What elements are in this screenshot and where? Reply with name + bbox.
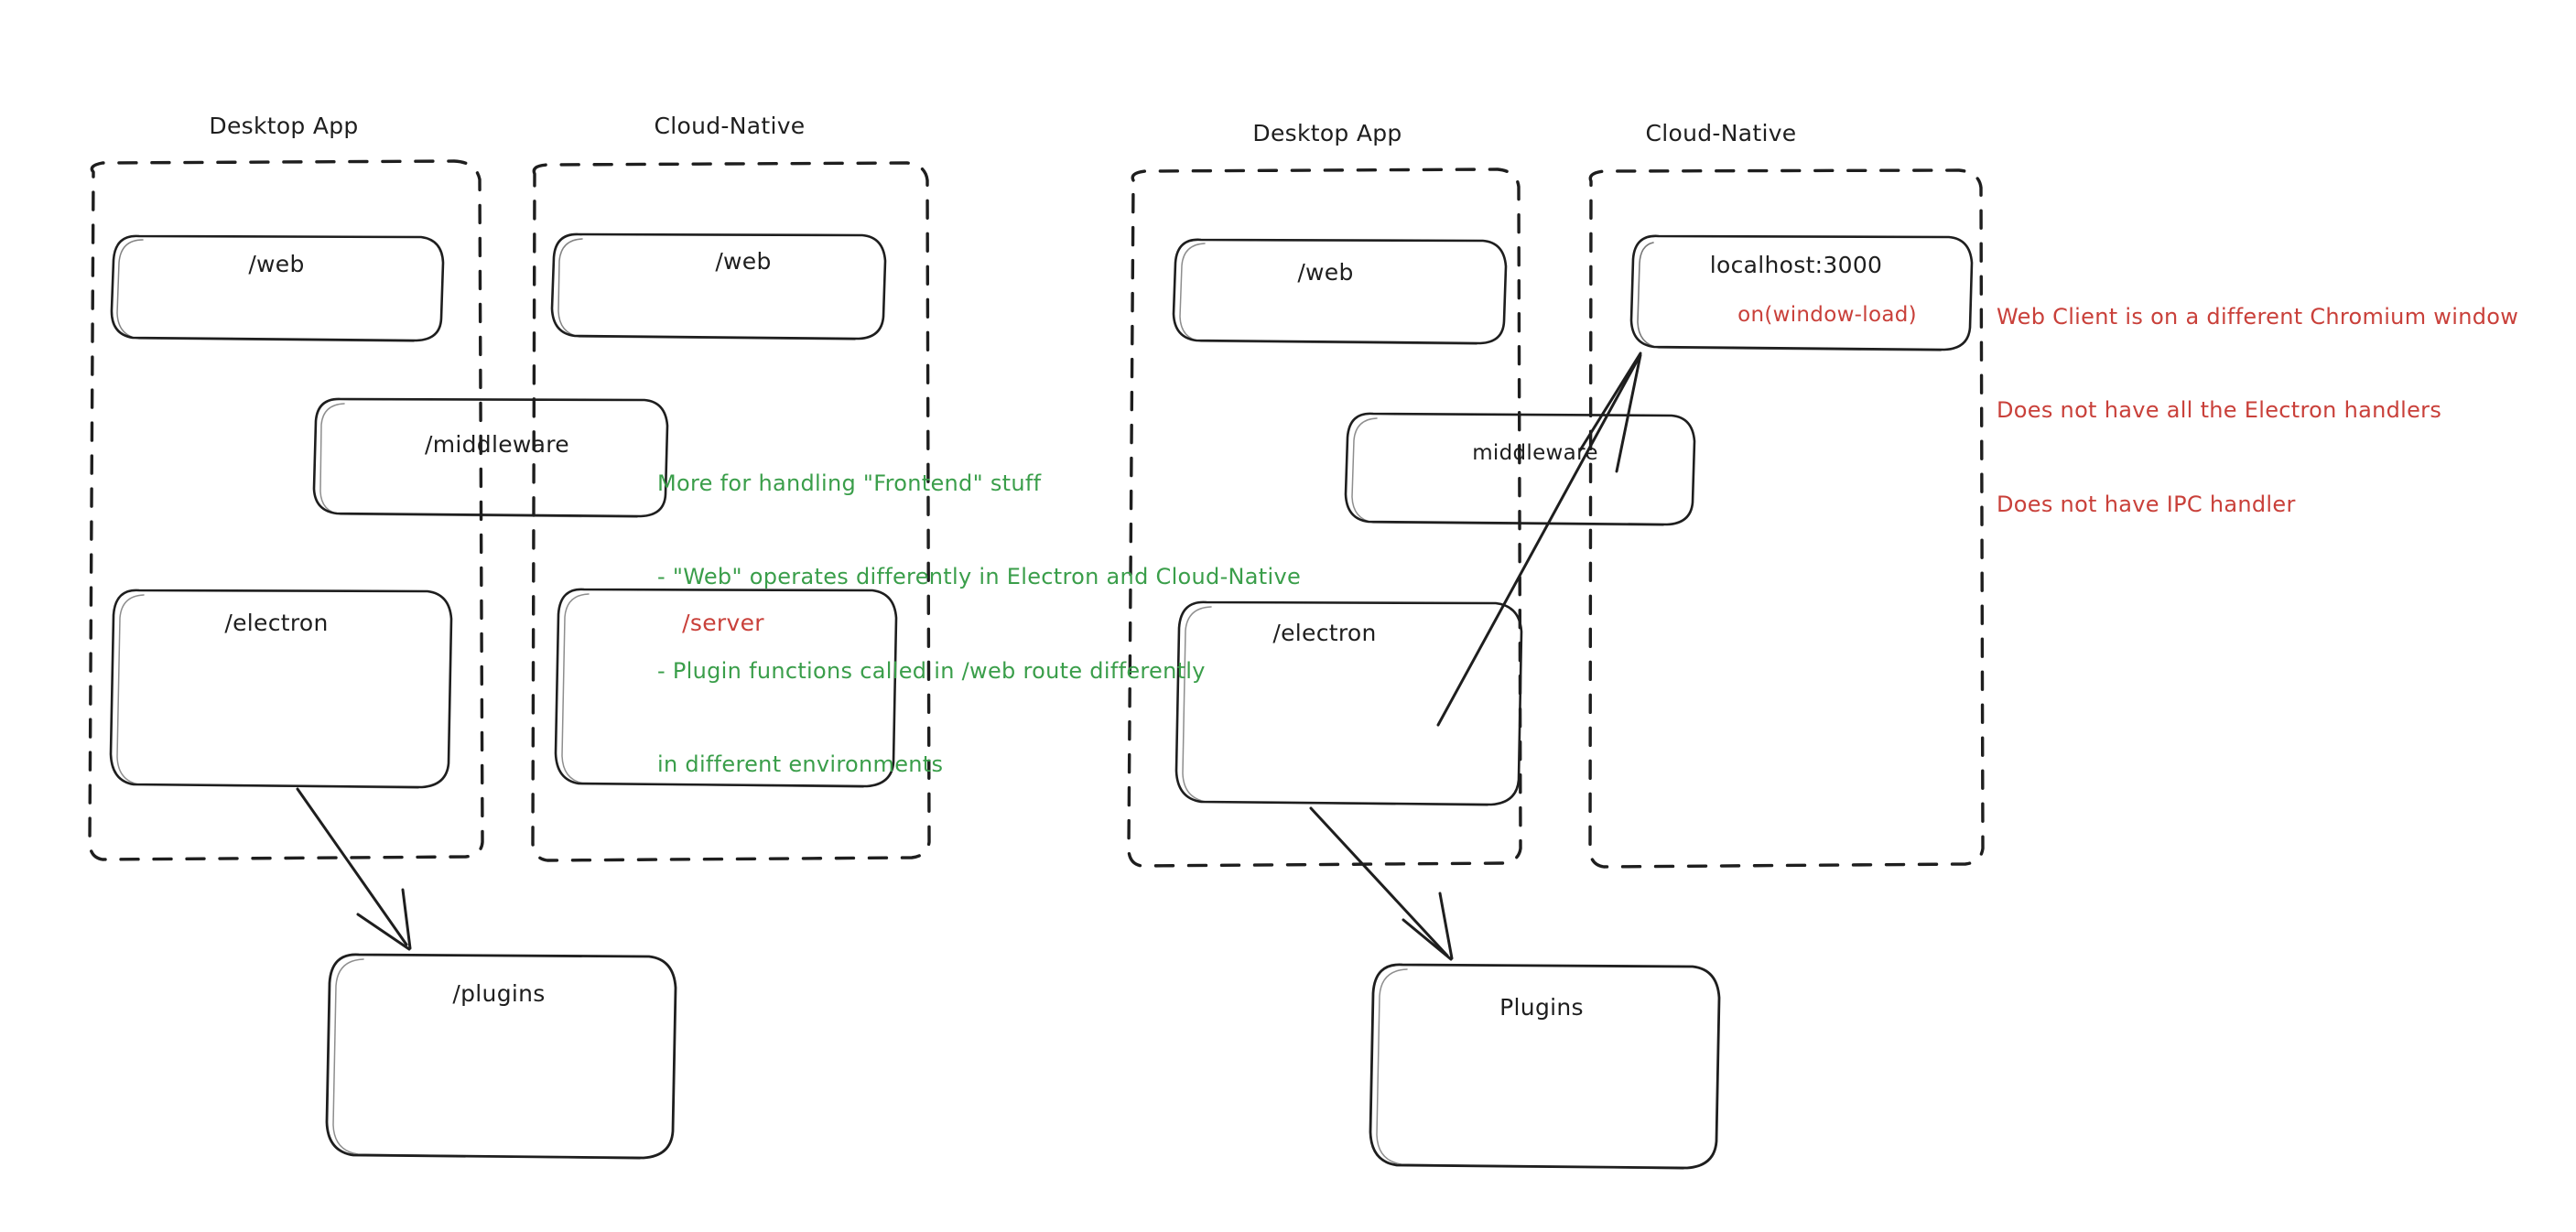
box-label-left-plugins: /plugins <box>452 980 546 1007</box>
box-label-right-desktop-web: /web <box>1297 259 1354 286</box>
box-label-left-desktop-web: /web <box>248 251 305 277</box>
box-label-right-localhost: localhost:3000 <box>1709 252 1883 278</box>
annotation-green-line-2: - "Web" operates differently in Electron… <box>657 564 1302 590</box>
group-title-right-cloud: Cloud-Native <box>1645 120 1797 146</box>
box-sublabel-right-localhost-on-window-load: on(window-load) <box>1737 303 1917 327</box>
annotation-red-block: Web Client is on a different Chromium wi… <box>1997 239 2518 582</box>
box-label-right-middleware: middleware <box>1472 441 1598 465</box>
box-label-left-middleware: /middleware <box>425 431 569 458</box>
box-label-right-plugins: Plugins <box>1499 994 1584 1021</box>
box-right-desktop-web <box>1172 238 1508 345</box>
annotation-green-line-4: in different environments <box>657 751 944 777</box>
group-title-right-desktop: Desktop App <box>1252 120 1402 146</box>
annotation-red-line-1: Web Client is on a different Chromium wi… <box>1997 304 2519 330</box>
annotation-green-line-3: - Plugin functions called in /web route … <box>657 657 1206 684</box>
annotation-green-block: More for handling "Frontend" stuff - "We… <box>657 405 1301 842</box>
annotation-red-line-2: Does not have all the Electron handlers <box>1997 397 2442 424</box>
arrow-right-electron-to-plugins <box>1309 806 1454 961</box>
group-title-left-desktop: Desktop App <box>209 113 359 139</box>
box-label-left-electron: /electron <box>224 610 329 636</box>
arrow-left-electron-to-plugins <box>296 787 412 951</box>
box-label-right-electron: /electron <box>1272 620 1377 646</box>
box-label-left-server: /server <box>682 610 764 636</box>
group-title-left-cloud: Cloud-Native <box>654 113 806 139</box>
box-label-left-cloud-web: /web <box>715 248 772 275</box>
annotation-green-line-1: More for handling "Frontend" stuff <box>657 470 1042 497</box>
arrow-right-electron-to-localhost <box>1436 351 1642 727</box>
annotation-red-line-3: Does not have IPC handler <box>1997 491 2296 517</box>
box-right-middleware <box>1344 412 1696 526</box>
